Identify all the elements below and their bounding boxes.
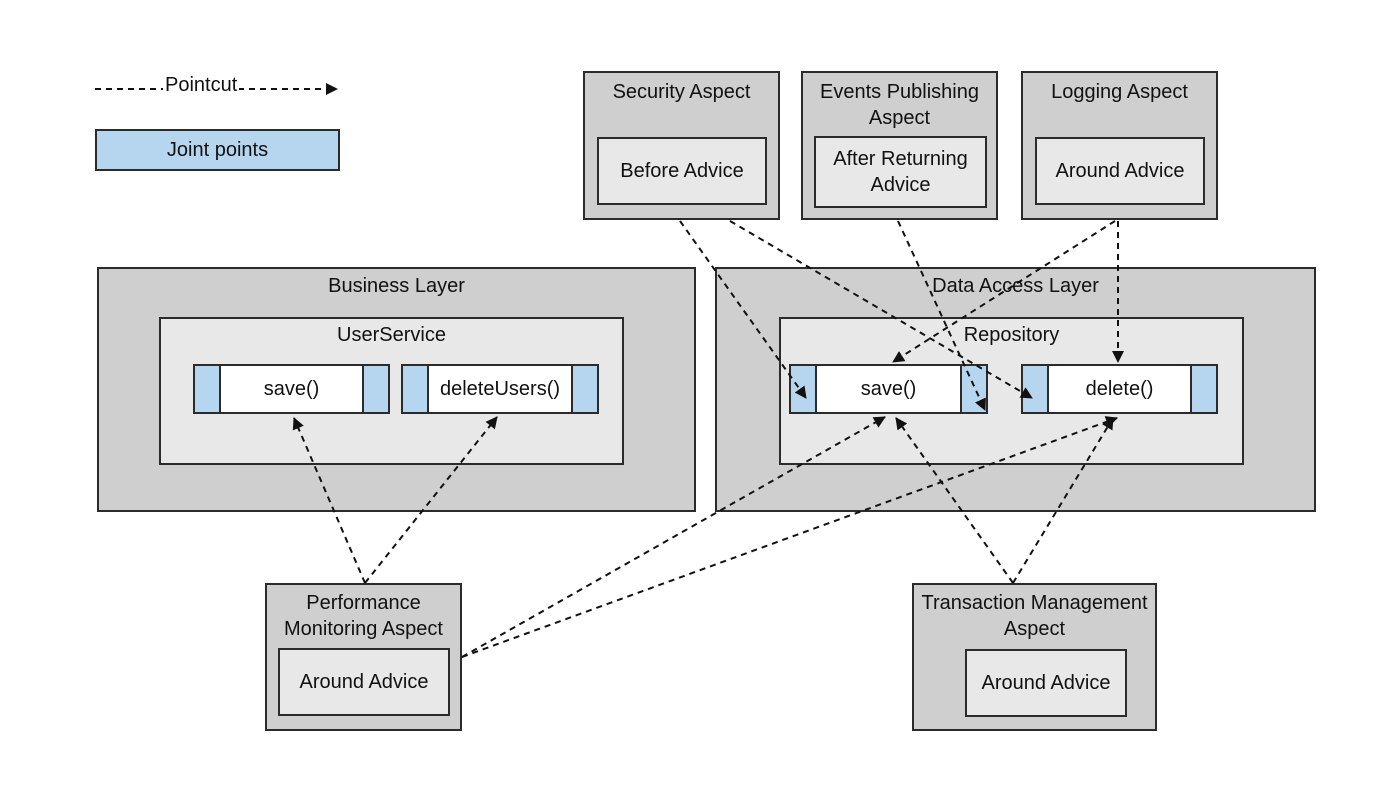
logging-around-advice: Around Advice	[1035, 137, 1205, 205]
repository-title: Repository	[963, 324, 1060, 346]
join-point-repository-delete[interactable]: delete()	[1021, 364, 1218, 414]
logging-aspect: Logging Aspect Around Advice	[1021, 71, 1218, 220]
join-point-userservice-deleteusers[interactable]: deleteUsers()	[401, 364, 599, 414]
logging-aspect-title: Logging Aspect	[1051, 81, 1188, 103]
join-point-repository-save[interactable]: save()	[789, 364, 988, 414]
transaction-management-aspect: Transaction Management Aspect Around Adv…	[912, 583, 1157, 731]
events-publishing-aspect: Events Publishing Aspect After Returning…	[801, 71, 998, 220]
transaction-around-advice: Around Advice	[965, 649, 1127, 717]
events-advice-label: After Returning Advice	[833, 148, 968, 196]
performance-aspect-title: Performance Monitoring Aspect	[284, 592, 443, 640]
data-access-layer-title: Data Access Layer	[932, 275, 1099, 297]
business-layer-title: Business Layer	[328, 275, 465, 297]
performance-around-advice: Around Advice	[278, 648, 450, 716]
join-point-label: save()	[263, 377, 320, 400]
events-aspect-title: Events Publishing Aspect	[820, 81, 979, 129]
legend-pointcut-label: Pointcut	[163, 74, 240, 97]
security-aspect: Security Aspect Before Advice	[583, 71, 780, 220]
performance-advice-label: Around Advice	[299, 671, 429, 693]
legend-joint-points: Joint points	[95, 129, 340, 171]
user-service-title: UserService	[337, 324, 446, 346]
transaction-aspect-title: Transaction Management Aspect	[921, 592, 1148, 640]
join-point-label: delete()	[1085, 377, 1154, 400]
transaction-advice-label: Around Advice	[981, 672, 1111, 694]
security-advice-label: Before Advice	[620, 160, 744, 182]
events-after-returning-advice: After Returning Advice	[814, 136, 987, 208]
security-aspect-title: Security Aspect	[612, 81, 751, 103]
join-point-label: deleteUsers()	[439, 377, 561, 400]
business-layer: Business Layer UserService	[97, 267, 696, 512]
join-point-userservice-save[interactable]: save()	[193, 364, 390, 414]
security-before-advice: Before Advice	[597, 137, 767, 205]
join-point-label: save()	[860, 377, 917, 400]
legend-joint-points-label: Joint points	[166, 139, 269, 161]
logging-advice-label: Around Advice	[1055, 160, 1185, 182]
performance-monitoring-aspect: Performance Monitoring Aspect Around Adv…	[265, 583, 462, 731]
